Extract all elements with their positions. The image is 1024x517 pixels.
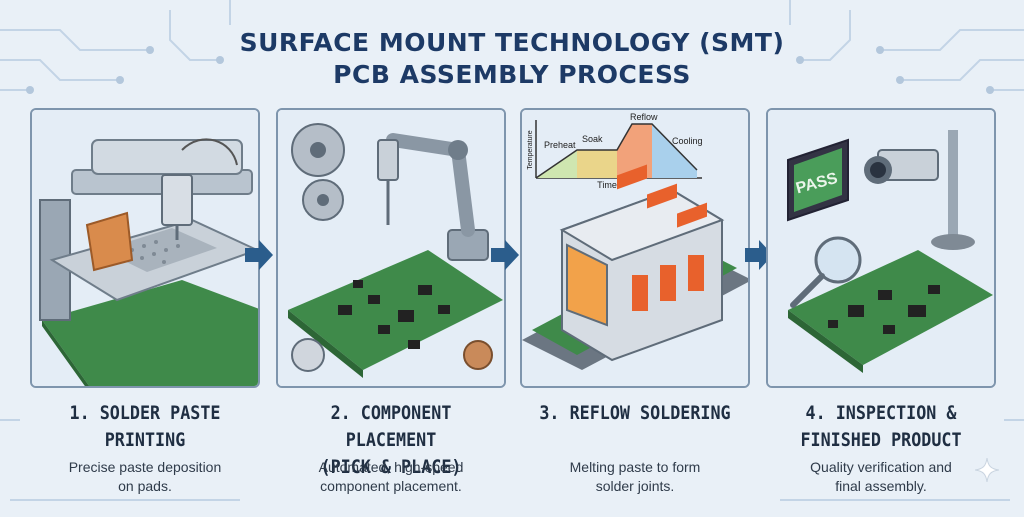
reflow-oven-icon: Temperature Time Preheat Soak Reflow Coo… — [522, 110, 748, 386]
title-line-2: PCB ASSEMBLY PROCESS — [333, 60, 691, 89]
step-1-heading-line-1: 1. SOLDER PASTE PRINTING — [69, 402, 221, 451]
step-3-heading-line-1: 3. REFLOW SOLDERING — [539, 402, 731, 424]
robot-arm-icon — [278, 110, 504, 386]
zone-label-preheat: Preheat — [544, 140, 576, 150]
arrow-right-icon — [491, 240, 519, 270]
panel-component-placement — [276, 108, 506, 388]
step-2-description: Automated, high-speed component placemen… — [276, 458, 506, 496]
panel-reflow-soldering: Temperature Time Preheat Soak Reflow Coo… — [520, 108, 750, 388]
zone-label-cooling: Cooling — [672, 136, 703, 146]
step-2-desc-line-1: Automated, high-speed — [318, 459, 464, 475]
step-4-heading-line-2: FINISHED PRODUCT — [800, 429, 962, 451]
step-3-desc-line-2: solder joints. — [595, 478, 675, 494]
step-1-desc-line-1: Precise paste deposition — [68, 459, 222, 475]
step-2-desc-line-2: component placement. — [320, 478, 462, 494]
chart-ylabel: Temperature — [527, 130, 534, 169]
zone-label-reflow: Reflow — [630, 112, 658, 122]
step-4-heading: 4. INSPECTION & FINISHED PRODUCT — [775, 400, 986, 454]
step-4-desc-line-2: final assembly. — [835, 478, 927, 494]
step-3-desc-line-1: Melting paste to form — [569, 459, 701, 475]
step-2-heading-line-2: (PICK & PLACE) — [320, 456, 462, 478]
step-1-heading: 1. SOLDER PASTE PRINTING — [39, 400, 250, 454]
step-1-desc-line-2: on pads. — [118, 478, 172, 494]
arrow-right-icon — [245, 240, 273, 270]
step-4-description: Quality verification and final assembly. — [766, 458, 996, 496]
sparkle-icon — [975, 458, 999, 482]
step-4-desc-line-1: Quality verification and — [810, 459, 952, 475]
panel-solder-paste-printing — [30, 108, 260, 388]
step-3-heading: 3. REFLOW SOLDERING — [529, 400, 740, 427]
step-4-heading-line-1: 4. INSPECTION & — [805, 402, 957, 424]
step-2-heading: 2. COMPONENT PLACEMENT (PICK & PLACE) — [285, 400, 496, 481]
zone-label-soak: Soak — [582, 134, 603, 144]
title-line-1: SURFACE MOUNT TECHNOLOGY (SMT) — [239, 28, 785, 57]
stencil-printer-icon — [32, 110, 258, 386]
chart-xlabel: Time — [597, 180, 617, 190]
step-2-heading-line-1: 2. COMPONENT PLACEMENT — [330, 402, 452, 451]
panel-inspection: PASS — [766, 108, 996, 388]
step-1-description: Precise paste deposition on pads. — [30, 458, 260, 496]
step-3-description: Melting paste to form solder joints. — [520, 458, 750, 496]
inspection-camera-icon: PASS — [768, 110, 994, 386]
